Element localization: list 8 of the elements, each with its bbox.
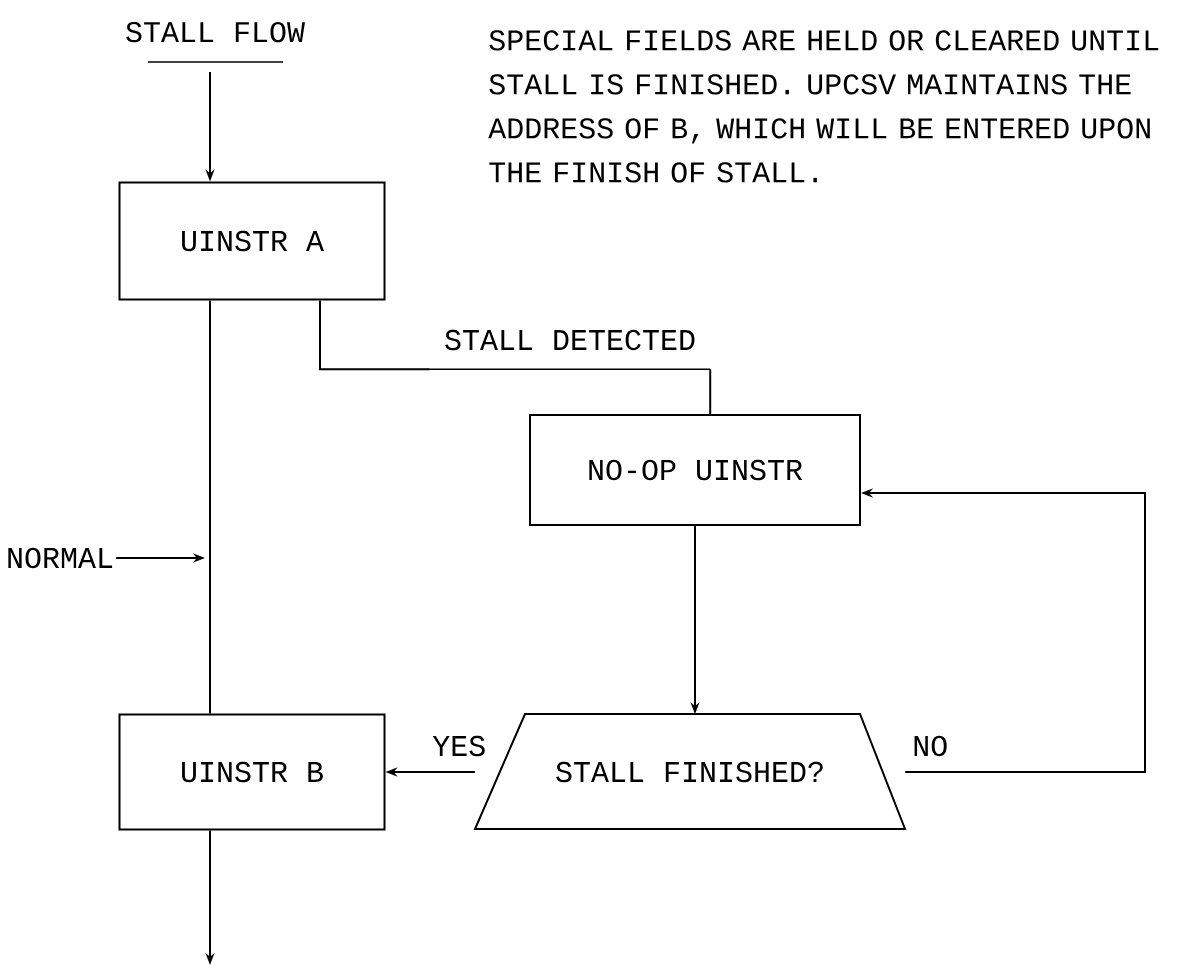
process-box: UINSTR B	[118, 713, 386, 831]
process-box: NO-OP UINSTR	[529, 414, 861, 526]
edge-label: NO	[910, 733, 951, 759]
heading: STALL FLOW	[126, 21, 305, 43]
note-text: SPECIAL FIELDS ARE HELD OR CLEARED UNTIL STALL IS FINISHED. UPCSV MAINTAINS THE ADDRESS OF B, WHICH WILL BE ENTERED UPON THE FINISH OF STALL.	[488, 30, 1159, 183]
flow-label: NORMAL	[8, 547, 113, 569]
process-box: UINSTR A	[118, 181, 386, 301]
underlined-label: STALL DETECTED	[429, 329, 711, 370]
